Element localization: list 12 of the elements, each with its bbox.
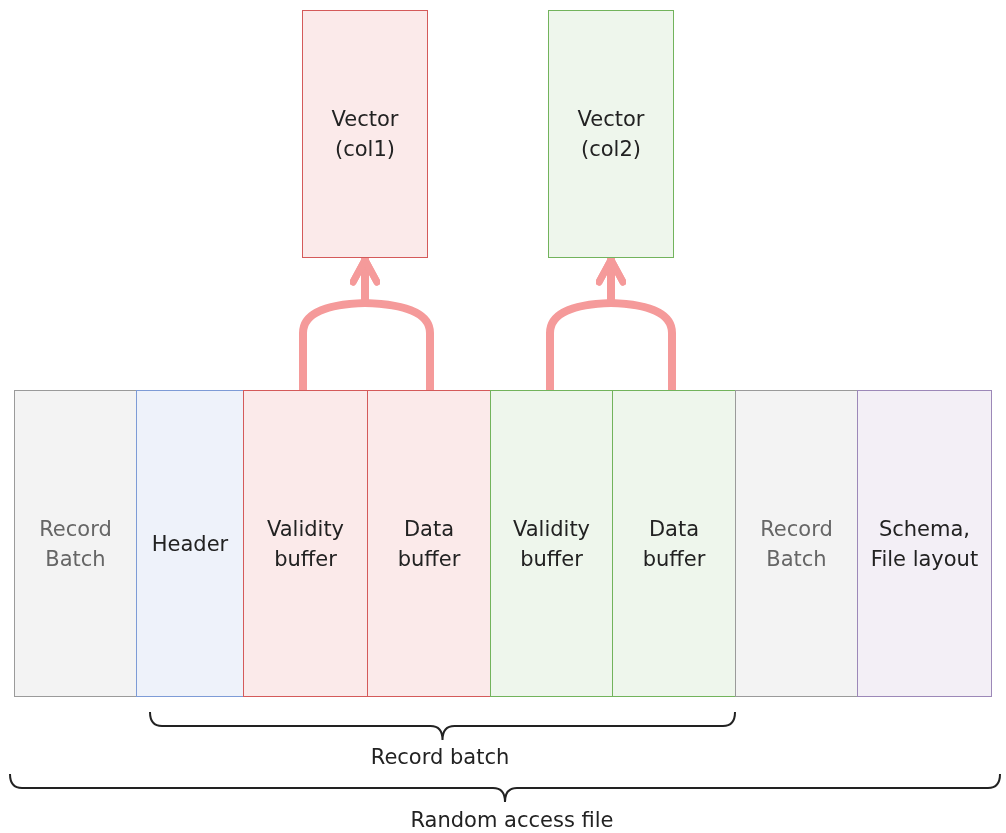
record-batch-block: Record Batch	[14, 390, 137, 697]
brace-label: Random access file	[410, 808, 614, 832]
record-batch-block: Record Batch	[735, 390, 858, 697]
validity-buffer-block: Validity buffer	[490, 390, 613, 697]
validity-buffer-block: Validity buffer	[243, 390, 368, 697]
data-buffer-block: Data buffer	[367, 390, 491, 697]
brace-label: Record batch	[370, 745, 510, 769]
data-buffer-block: Data buffer	[612, 390, 736, 697]
header-block: Header	[136, 390, 244, 697]
vector-box: Vector (col1)	[302, 10, 428, 258]
schema-block: Schema, File layout	[857, 390, 992, 697]
vector-box: Vector (col2)	[548, 10, 674, 258]
